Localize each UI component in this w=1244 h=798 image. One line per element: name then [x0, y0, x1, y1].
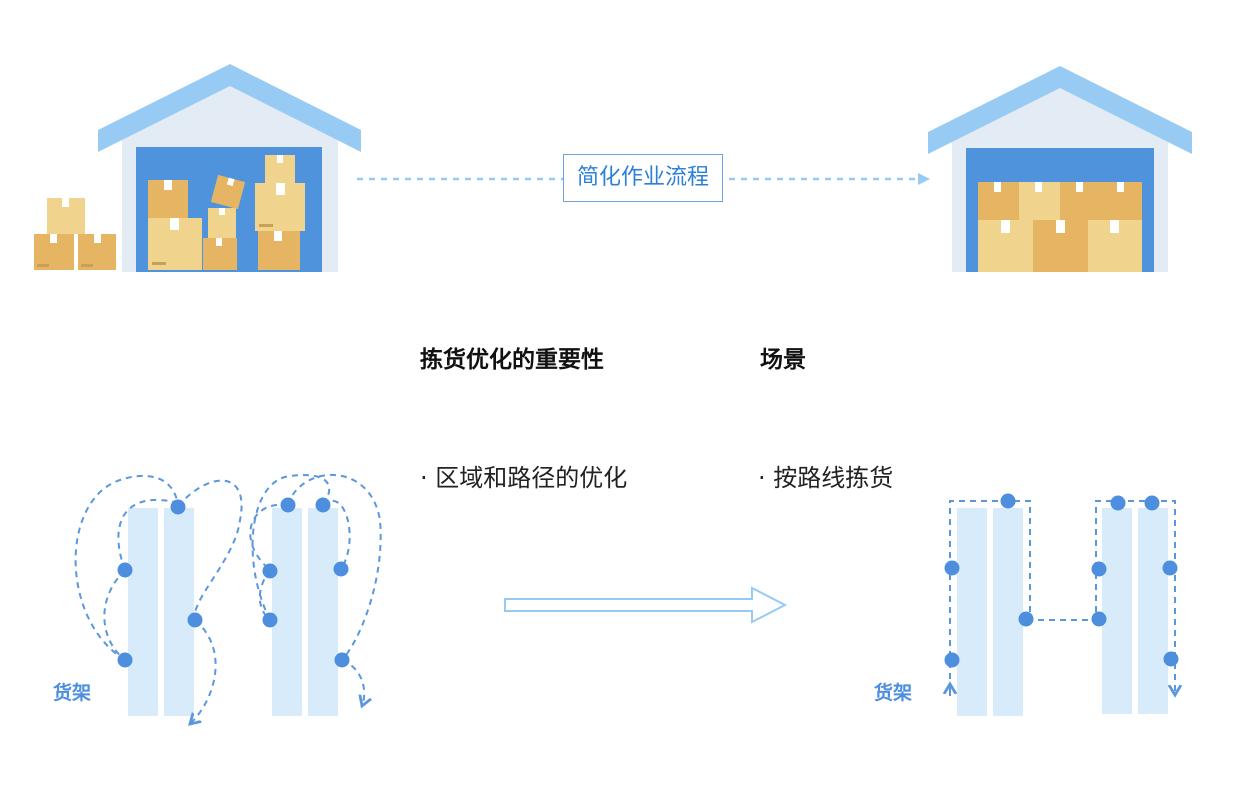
pick-point — [1110, 495, 1126, 511]
pick-point — [1018, 611, 1034, 627]
bullet-area-route: · 区域和路径的优化 — [420, 464, 628, 492]
box — [258, 231, 300, 270]
pick-point — [170, 499, 186, 515]
pick-point — [1091, 611, 1107, 627]
pick-point — [1163, 651, 1179, 667]
route-line — [949, 500, 1175, 695]
box — [34, 234, 74, 270]
shelf — [1138, 508, 1168, 714]
bullet-route-picking: · 按路线拣货 — [758, 464, 894, 492]
pick-point — [117, 652, 133, 668]
flow-label: 简化作业流程 — [563, 154, 723, 202]
pick-point — [333, 561, 349, 577]
warehouse-roof — [98, 64, 361, 152]
pick-point — [1000, 493, 1016, 509]
route-line — [251, 474, 331, 621]
route-line — [190, 619, 217, 724]
heading-importance: 拣货优化的重要性 — [420, 347, 604, 373]
optimized-route — [949, 500, 1175, 696]
pick-point — [1162, 560, 1178, 576]
route-line — [249, 503, 289, 571]
pick-point — [334, 652, 350, 668]
pick-points-left — [117, 497, 350, 668]
pick-point — [262, 563, 278, 579]
box — [208, 208, 236, 238]
pick-point — [187, 612, 203, 628]
shelf — [272, 508, 302, 716]
box — [47, 198, 85, 234]
shelf — [1102, 508, 1132, 714]
shelf-label-left: 货架 — [53, 682, 92, 704]
route-line — [287, 474, 382, 661]
route-line — [322, 499, 351, 570]
route-line — [177, 479, 243, 621]
shelf — [308, 508, 338, 716]
shelf-group-right — [957, 508, 1168, 716]
box — [78, 234, 116, 270]
route-line — [103, 569, 126, 661]
shelf — [128, 508, 158, 716]
box — [265, 155, 295, 183]
messy-warehouse — [34, 64, 361, 272]
shelf-group-left — [128, 508, 338, 716]
shelf — [993, 508, 1023, 716]
box — [203, 238, 237, 270]
pick-point — [315, 497, 331, 513]
pick-point — [117, 562, 133, 578]
warehouse-roof — [928, 66, 1192, 154]
box — [210, 174, 246, 210]
box — [148, 180, 188, 218]
box — [255, 183, 305, 231]
route-line — [74, 474, 179, 661]
flow-arrow-head — [918, 173, 930, 185]
pick-point — [262, 612, 278, 628]
pick-point — [1091, 561, 1107, 577]
pick-point — [280, 497, 296, 513]
shelf — [164, 508, 194, 716]
pick-point — [1144, 495, 1160, 511]
shelf — [957, 508, 987, 716]
route-line — [341, 659, 364, 706]
box-grid — [978, 182, 1142, 272]
transition-arrow — [504, 586, 788, 624]
box — [148, 218, 202, 270]
pick-points-right — [944, 493, 1179, 668]
pick-point — [944, 560, 960, 576]
pick-point — [944, 652, 960, 668]
shelf-label-right: 货架 — [874, 682, 913, 704]
organized-warehouse — [928, 66, 1192, 272]
heading-scenario: 场景 — [760, 347, 806, 373]
